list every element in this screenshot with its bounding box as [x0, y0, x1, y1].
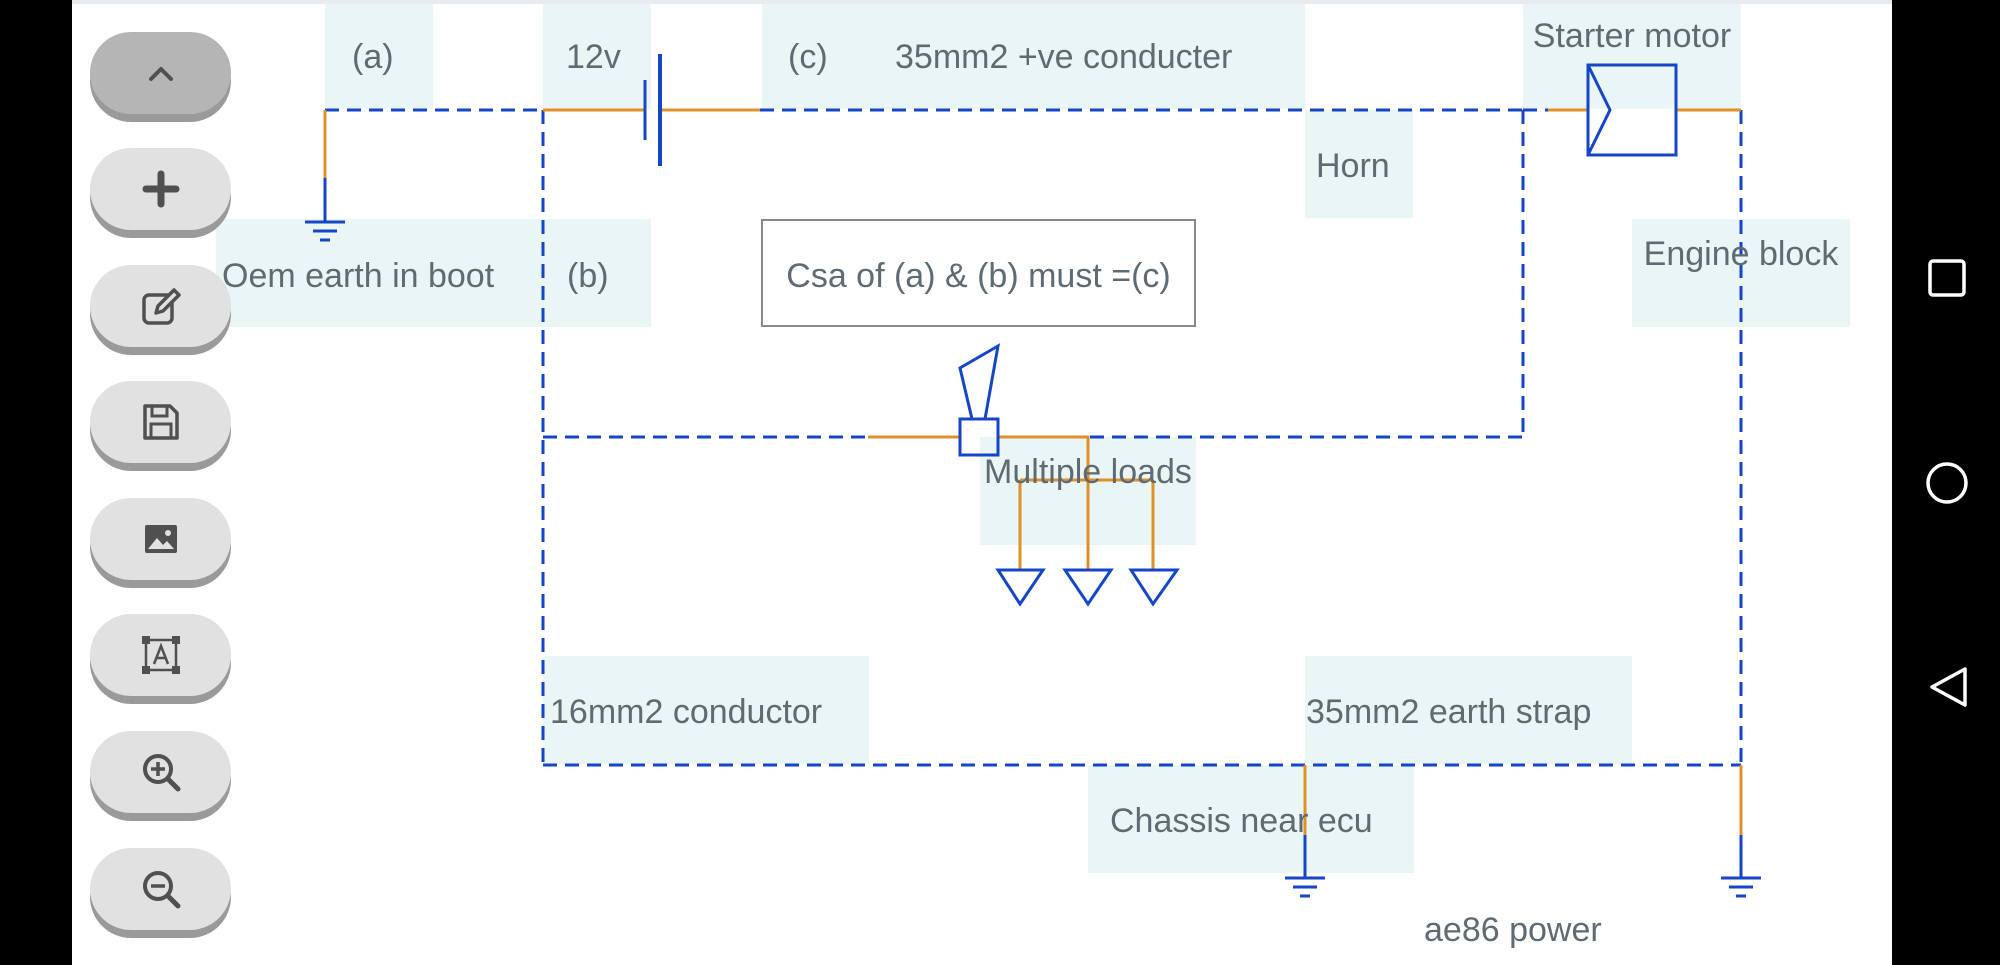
edit-button[interactable] [90, 265, 231, 347]
label-horn[interactable]: Horn [1316, 147, 1390, 185]
zoom-out-button[interactable] [90, 848, 231, 930]
square-icon[interactable] [1927, 258, 1967, 298]
edit-icon [141, 288, 181, 325]
label-ae86-power[interactable]: ae86 power [1424, 911, 1602, 949]
label-12v[interactable]: 12v [566, 38, 621, 76]
triangle-back-icon[interactable] [1927, 665, 1969, 709]
plus-icon [142, 170, 179, 208]
horn-symbol[interactable] [958, 343, 1001, 457]
label-starter-motor[interactable]: Starter motor [1532, 17, 1732, 55]
battery-symbol[interactable] [643, 54, 662, 166]
floppy-disk-icon [142, 404, 179, 440]
add-shape-button[interactable] [90, 148, 231, 230]
circle-icon[interactable] [1925, 461, 1969, 505]
text-box-icon [141, 636, 180, 674]
conductor-wires[interactable] [323, 108, 1743, 835]
csa-note-box[interactable] [761, 219, 1196, 327]
label-positive-conductor[interactable]: 35mm2 +ve conducter [895, 38, 1233, 76]
zoom-in-button[interactable] [90, 731, 231, 813]
label-c[interactable]: (c) [788, 38, 828, 76]
label-16mm2-conductor[interactable]: 16mm2 conductor [550, 693, 823, 731]
label-oem-earth[interactable]: Oem earth in boot [222, 257, 495, 295]
starter-motor-symbol[interactable] [1586, 63, 1678, 157]
label-csa-note[interactable]: Csa of (a) & (b) must =(c) [786, 257, 1171, 295]
canvas-top-border [72, 0, 1892, 4]
label-a[interactable]: (a) [352, 38, 394, 76]
collapse-toolbar-button[interactable] [90, 32, 231, 114]
system-navigation-bar [1892, 0, 2000, 965]
label-earth-strap[interactable]: 35mm2 earth strap [1306, 693, 1592, 731]
dashed-wires[interactable] [325, 108, 1743, 767]
zoom-out-icon [142, 871, 180, 909]
label-b[interactable]: (b) [567, 257, 609, 295]
zoom-in-icon [142, 754, 180, 792]
ground-symbols[interactable] [305, 178, 1761, 898]
load-symbols[interactable] [995, 568, 1180, 607]
label-engine-block[interactable]: Engine block [1643, 235, 1839, 273]
insert-text-button[interactable] [90, 614, 231, 696]
save-button[interactable] [90, 381, 231, 463]
chevron-up-icon [148, 67, 173, 81]
insert-image-button[interactable] [90, 498, 231, 580]
label-chassis-ecu[interactable]: Chassis near ecu [1110, 802, 1373, 840]
image-icon [144, 525, 177, 553]
label-multiple-loads[interactable]: Multiple loads [984, 453, 1192, 491]
